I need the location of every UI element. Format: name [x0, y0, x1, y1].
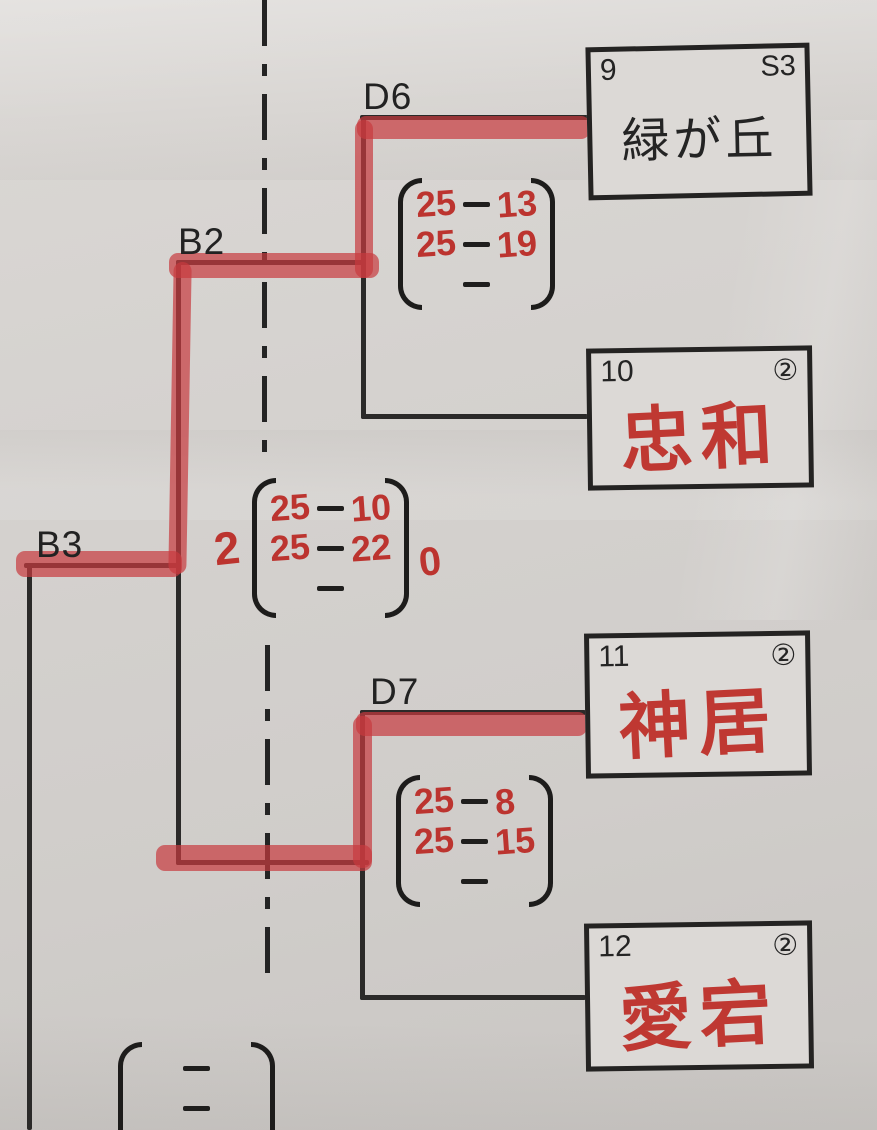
- set-score-right: [497, 282, 545, 285]
- score-dash: [461, 838, 488, 844]
- paren-close: [251, 1042, 275, 1130]
- score-block-d7: 25 8 25 15: [396, 775, 553, 907]
- bracket-line-to-box10: [361, 414, 588, 419]
- winner-set-count: 2: [211, 520, 243, 576]
- match-label-d7: D7: [370, 671, 420, 712]
- set-score-right: [217, 1106, 265, 1109]
- score-block-empty: [118, 1042, 275, 1130]
- match-label-b2: B2: [178, 221, 226, 262]
- team-name: 神居: [616, 681, 781, 769]
- set-score-left: 25: [414, 221, 458, 266]
- bracket-line-left-vertical: [27, 563, 32, 1130]
- marker-d7-winner-horizontal: [356, 712, 587, 736]
- score-dash: [463, 241, 490, 247]
- set-score-row: 25 10: [262, 485, 399, 530]
- team-name: 忠和: [618, 394, 783, 483]
- match-label-d6: D6: [363, 76, 413, 117]
- court-center-line: [262, 0, 267, 456]
- set-score-row: [128, 1088, 265, 1128]
- marker-b-vertical: [168, 261, 192, 575]
- loser-set-count: 0: [416, 538, 444, 585]
- team-box-12: 12 ② 愛宕: [583, 920, 815, 1072]
- team-seed-badge: S3: [760, 49, 797, 83]
- score-dash: [461, 798, 488, 804]
- team-box-11: 11 ② 神居: [583, 630, 813, 779]
- set-score-left: [128, 1066, 176, 1069]
- marker-d6-winner-horizontal: [357, 116, 590, 139]
- score-dash: [463, 201, 490, 207]
- score-dash: [316, 585, 344, 591]
- set-score-row: [408, 264, 545, 304]
- team-box-9: 9 S3 緑が丘: [585, 42, 813, 201]
- team-name: 愛宕: [617, 972, 782, 1061]
- set-score-left: 25: [412, 778, 456, 823]
- set-score-row: 25 13: [408, 181, 545, 226]
- bracket-line-to-box12: [360, 995, 586, 1000]
- set-score-left: 25: [268, 525, 311, 570]
- set-score-row: 25 19: [408, 221, 545, 266]
- set-score-right: 10: [349, 485, 392, 530]
- score-block-d6: 25 13 25 19: [398, 178, 555, 310]
- match-label-b3: B3: [36, 524, 84, 565]
- set-score-left: [408, 282, 456, 285]
- set-score-right: [351, 586, 399, 589]
- set-score-row: 25 15: [406, 818, 543, 863]
- marker-d7-to-b-horizontal: [156, 845, 372, 871]
- set-score-left: [128, 1106, 176, 1109]
- set-score-left: [406, 879, 454, 882]
- marker-b2-horizontal: [169, 253, 379, 278]
- set-score-right: 8: [493, 780, 517, 823]
- set-score-row: [406, 861, 543, 901]
- set-score-left: 25: [412, 818, 456, 863]
- team-box-number: 9: [599, 53, 617, 88]
- score-dash: [183, 1105, 210, 1111]
- marker-d7-vertical: [353, 716, 372, 868]
- score-block-b: 2 25 10 25 22 0: [211, 478, 444, 618]
- team-box-10: 10 ② 忠和: [586, 345, 814, 491]
- marker-d6-vertical: [355, 120, 373, 278]
- set-score-right: [495, 879, 543, 882]
- set-score-right: 19: [495, 221, 539, 266]
- score-dash: [183, 1065, 210, 1071]
- set-score-left: 25: [414, 181, 458, 226]
- set-score-row: 25 8: [406, 778, 543, 823]
- set-score-right: 15: [493, 818, 537, 863]
- set-score-right: 22: [349, 525, 392, 570]
- set-score-right: 13: [495, 181, 539, 226]
- team-box-number: 12: [598, 929, 632, 964]
- set-score-row: [262, 568, 399, 608]
- score-dash: [463, 281, 490, 287]
- team-name: 緑が丘: [620, 111, 778, 169]
- set-score-right: [217, 1066, 265, 1069]
- set-score-left: 25: [268, 485, 311, 530]
- score-dash: [316, 545, 344, 551]
- set-score-left: [262, 586, 310, 589]
- marker-b3-horizontal: [16, 551, 182, 577]
- set-score-row: [128, 1048, 265, 1088]
- paren-open: [118, 1042, 142, 1130]
- set-score-row: 25 22: [262, 525, 399, 570]
- score-dash: [461, 878, 488, 884]
- score-dash: [316, 505, 344, 511]
- court-center-line: [265, 645, 270, 977]
